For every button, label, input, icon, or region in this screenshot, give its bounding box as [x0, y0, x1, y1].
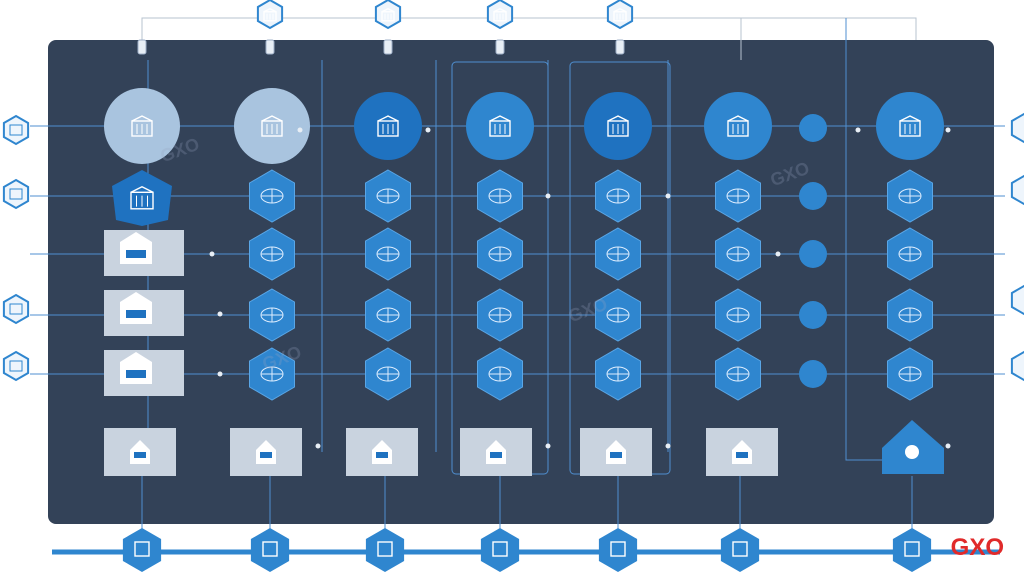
connector-dot: [665, 443, 671, 449]
device-icon: [736, 452, 748, 458]
connector-dot: [425, 127, 431, 133]
device-icon: [134, 452, 146, 458]
bottom-device-node: [892, 528, 932, 572]
small-node: [799, 240, 827, 268]
connector-dot: [665, 193, 671, 199]
building-icon: [261, 115, 283, 122]
side-device-icon: [2, 114, 30, 146]
device-icon: [376, 452, 388, 458]
top-building-icon: [613, 8, 627, 13]
connector-dot: [297, 127, 303, 133]
side-device-icon: [1010, 350, 1024, 382]
connector-dot: [545, 443, 551, 449]
connector-dot: [217, 371, 223, 377]
device-icon: [490, 452, 502, 458]
device-icon: [9, 188, 23, 200]
plug-icon: [383, 39, 393, 55]
side-device-icon: [2, 293, 30, 325]
building-icon: [377, 115, 399, 122]
building-icon: [607, 120, 629, 137]
connector-dot: [945, 127, 951, 133]
device-icon: [610, 541, 626, 557]
building-icon: [899, 120, 921, 137]
device-icon: [610, 452, 622, 458]
device-icon: [377, 541, 393, 557]
device-icon: [126, 310, 146, 318]
building-icon: [377, 120, 399, 137]
building-icon: [130, 186, 154, 193]
device-icon: [9, 303, 23, 315]
bottom-device-node: [250, 528, 290, 572]
top-building-icon: [381, 8, 395, 13]
device-icon: [492, 541, 508, 557]
connector-dot: [775, 251, 781, 257]
building-icon: [489, 115, 511, 122]
bottom-device-node: [480, 528, 520, 572]
building-icon: [607, 115, 629, 122]
connector-dot: [217, 311, 223, 317]
bottom-device-node: [365, 528, 405, 572]
side-device-icon: [1010, 284, 1024, 316]
bottom-device-node: [720, 528, 760, 572]
device-icon: [904, 541, 920, 557]
connector-dot: [945, 443, 951, 449]
device-icon: [9, 360, 23, 372]
device-icon: [126, 370, 146, 378]
top-building-icon: [263, 11, 277, 22]
connector-dot: [315, 443, 321, 449]
connector-dot: [855, 127, 861, 133]
device-icon: [9, 124, 23, 136]
bottom-device-node: [122, 528, 162, 572]
device-icon: [134, 541, 150, 557]
building-icon: [261, 120, 283, 137]
building-icon: [899, 115, 921, 122]
side-device-icon: [2, 178, 30, 210]
top-building-icon: [493, 11, 507, 22]
building-icon: [131, 120, 153, 137]
side-device-icon: [2, 350, 30, 382]
side-device-icon: [1010, 174, 1024, 206]
side-device-icon: [1010, 112, 1024, 144]
device-icon: [260, 452, 272, 458]
plug-icon: [615, 39, 625, 55]
top-building-icon: [263, 8, 277, 13]
device-icon: [126, 250, 146, 258]
small-node: [799, 182, 827, 210]
plug-icon: [495, 39, 505, 55]
plug-icon: [265, 39, 275, 55]
device-icon: [732, 541, 748, 557]
plug-icon: [137, 39, 147, 55]
building-icon: [130, 191, 154, 210]
top-building-icon: [613, 11, 627, 22]
bottom-device-node: [598, 528, 638, 572]
top-building-icon: [381, 11, 395, 22]
top-bus-line: [141, 17, 917, 40]
brand-logo: GXO: [950, 534, 1004, 561]
building-icon: [489, 120, 511, 137]
top-building-icon: [493, 8, 507, 13]
building-icon: [131, 115, 153, 122]
small-node: [799, 114, 827, 142]
device-icon: [905, 445, 919, 459]
right-feed-line: [845, 18, 882, 461]
connector-dot: [209, 251, 215, 257]
building-icon: [727, 120, 749, 137]
small-node: [799, 360, 827, 388]
connector-dot: [545, 193, 551, 199]
device-icon: [262, 541, 278, 557]
small-node: [799, 301, 827, 329]
building-icon: [727, 115, 749, 122]
